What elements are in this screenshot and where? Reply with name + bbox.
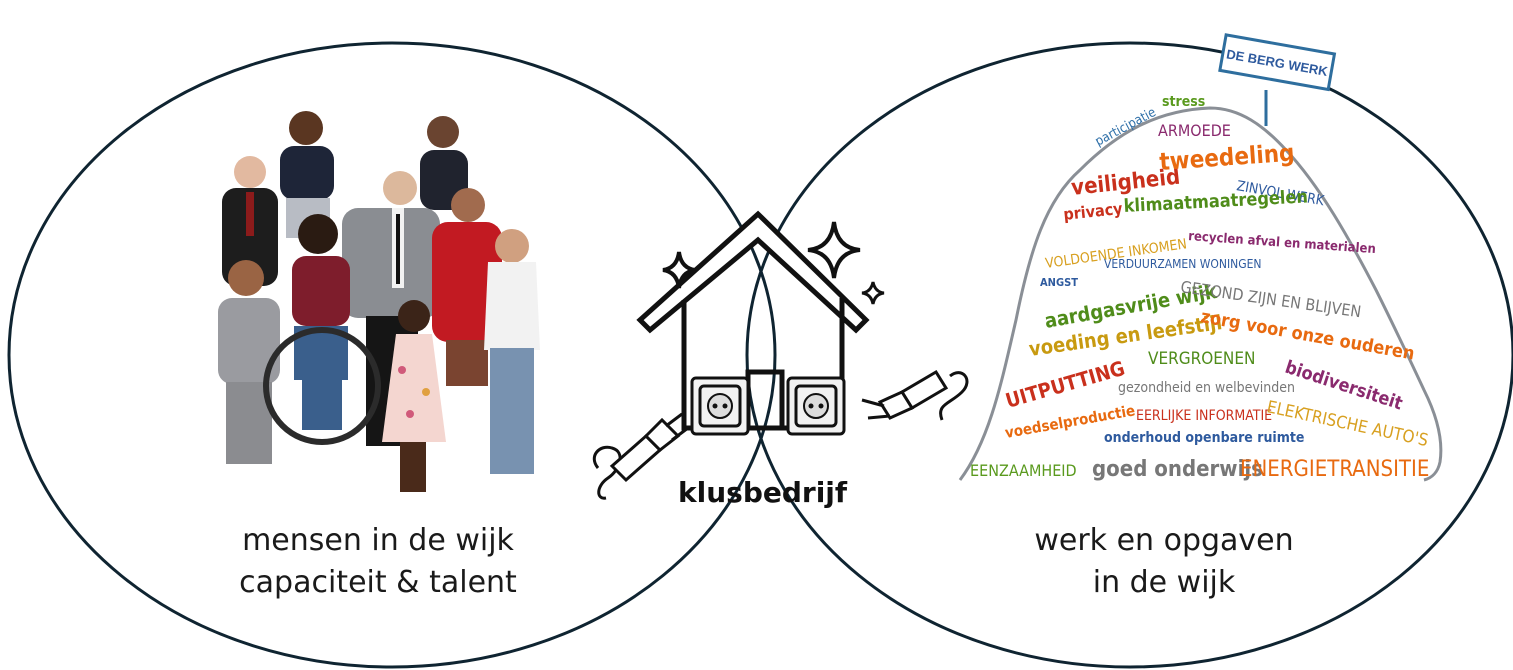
mountain-word: ENERGIETRANSITIE bbox=[1240, 457, 1429, 482]
mountain-word: stress bbox=[1162, 94, 1205, 110]
mountain-word: VERGROENEN bbox=[1148, 349, 1255, 369]
right-circle bbox=[745, 41, 1513, 669]
people-group-image bbox=[218, 111, 540, 492]
mountain-word: gezondheid en welbevinden bbox=[1118, 380, 1295, 396]
plug-right-icon bbox=[861, 369, 969, 421]
left-circle bbox=[7, 41, 777, 669]
mountain-outline bbox=[958, 106, 1443, 482]
right-label-line2: in de wijk bbox=[1092, 565, 1236, 600]
mountain-word: recyclen afval en materialen bbox=[1188, 229, 1377, 257]
sparkle-icon bbox=[807, 221, 861, 279]
mountain-word: tweedeling bbox=[1158, 139, 1295, 176]
mountain-word: ANGST bbox=[1040, 276, 1078, 289]
sparkle-icon bbox=[662, 251, 696, 289]
mountain-word: privacy bbox=[1062, 199, 1124, 224]
mountain-word: UITPUTTING bbox=[1003, 356, 1128, 413]
left-label-line1: mensen in de wijk bbox=[242, 523, 514, 558]
socket-left-icon bbox=[690, 376, 750, 436]
socket-right-icon bbox=[786, 376, 846, 436]
mountain-word: VERDUURZAMEN WONINGEN bbox=[1104, 257, 1262, 271]
right-label-line1: werk en opgaven bbox=[1034, 523, 1294, 558]
sign-board: DE BERG WERK bbox=[1218, 33, 1337, 92]
right-label: werk en opgaven in de wijk bbox=[1004, 520, 1324, 604]
mountain-word: goed onderwijs bbox=[1092, 457, 1263, 482]
mountain-word: onderhoud openbare ruimte bbox=[1104, 430, 1304, 446]
mountain-word: ARMOEDE bbox=[1158, 121, 1231, 140]
left-label-line2: capaciteit & talent bbox=[239, 565, 517, 600]
mountain-word: EENZAAMHEID bbox=[970, 461, 1077, 480]
plug-left-icon bbox=[592, 412, 689, 500]
center-label: klusbedrijf bbox=[678, 476, 848, 509]
mountain-word: EERLIJKE INFORMATIE bbox=[1136, 408, 1272, 424]
left-label: mensen in de wijk capaciteit & talent bbox=[218, 520, 538, 604]
mountain-word: participatie bbox=[1093, 105, 1159, 149]
sparkle-icon bbox=[861, 281, 885, 305]
